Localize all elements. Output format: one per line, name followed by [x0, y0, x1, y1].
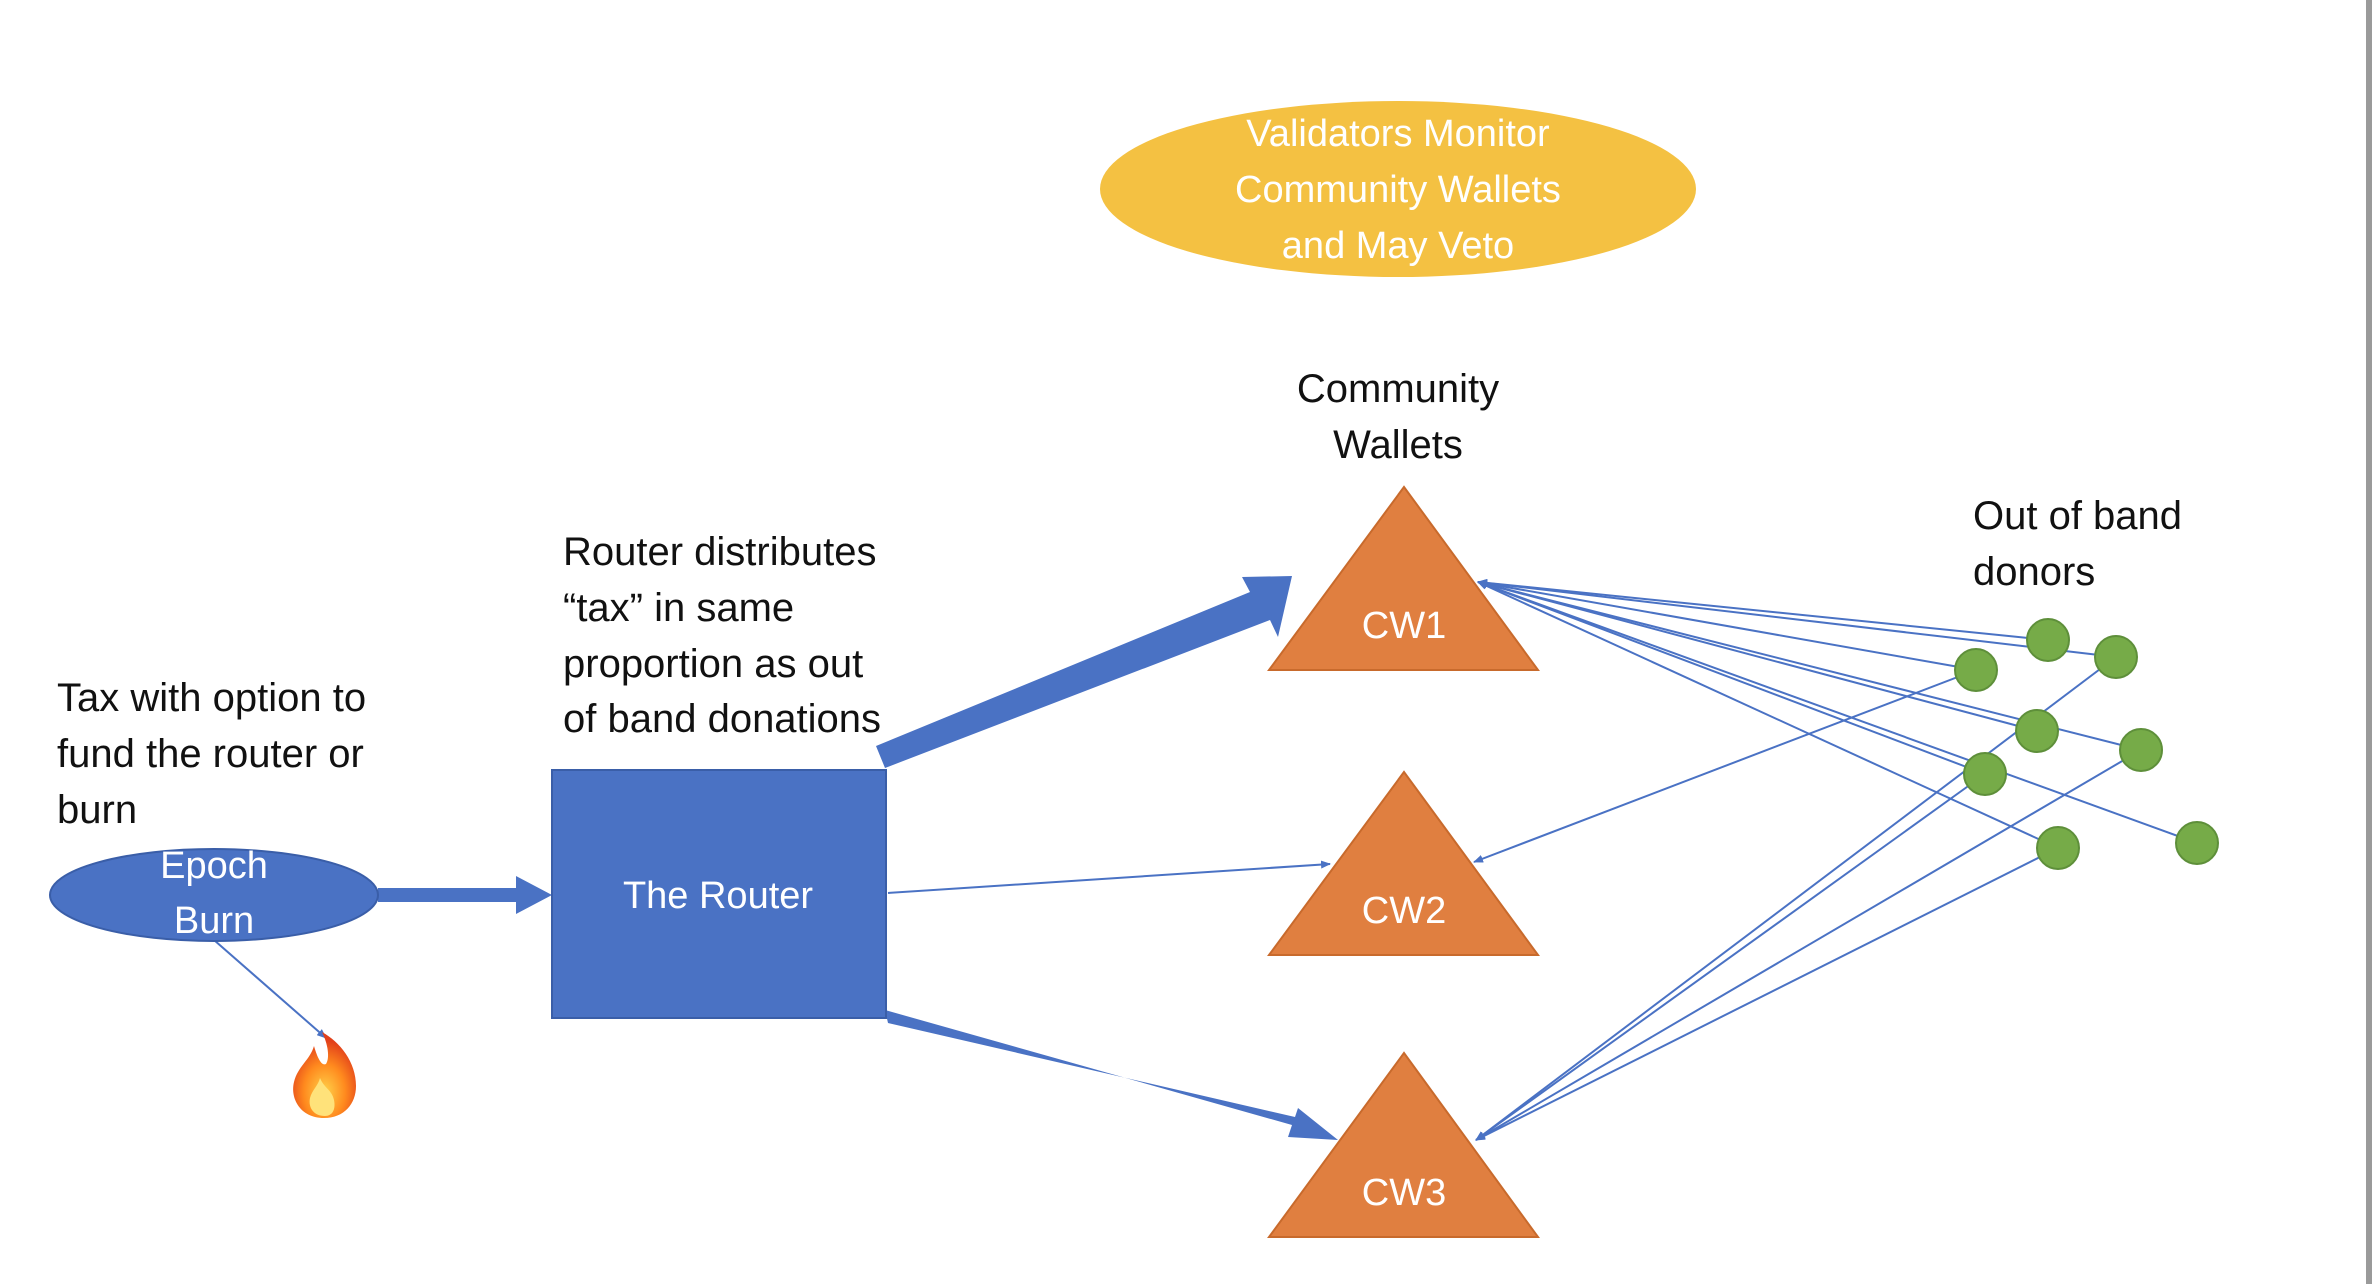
epoch-burn-node: Epoch Burn — [49, 845, 379, 942]
donation-line — [1477, 581, 2198, 844]
router-description-line-4: of band donations — [563, 697, 881, 741]
wallet-triangle — [1267, 770, 1540, 956]
wallet-cw2: CW2 — [1267, 770, 1540, 956]
donor-dot — [1954, 648, 1998, 692]
donors-label-line-2: donors — [1973, 550, 2095, 594]
fire-outer — [293, 1032, 356, 1118]
tax-description-line-2: fund the router or — [57, 732, 364, 776]
community-wallets-label: Community Wallets — [1297, 367, 1499, 467]
donor-dot — [2015, 709, 2059, 753]
router-to-cw2-arrow — [887, 860, 1331, 894]
wallet-triangle — [1267, 1051, 1540, 1238]
router-node: The Router — [551, 769, 887, 1019]
wallet-cw1: CW1 — [1267, 485, 1540, 671]
donation-line — [1475, 773, 1986, 1141]
tax-description: Tax with option to fund the router or bu… — [57, 676, 366, 832]
burn-to-fire-arrow — [213, 939, 327, 1039]
donation-line — [1477, 578, 2049, 641]
router-to-cw3-arrow — [885, 1010, 1338, 1140]
donor-dot — [2094, 635, 2138, 679]
donation-line — [1473, 669, 1977, 863]
donation-line — [1477, 581, 2059, 849]
community-wallets-line-2: Wallets — [1333, 423, 1463, 467]
wallet-label: CW1 — [1362, 605, 1446, 647]
donor-dot — [1963, 752, 2007, 796]
router-description: Router distributes “tax” in same proport… — [563, 530, 881, 741]
validators-note: Validators Monitor Community Wallets and… — [1100, 101, 1696, 277]
donation-line — [1477, 579, 1977, 671]
burn-to-router-arrow — [378, 876, 552, 914]
epoch-burn-ellipse — [49, 848, 379, 942]
tax-description-line-1: Tax with option to — [57, 676, 366, 720]
router-description-line-2: “tax” in same — [563, 586, 794, 630]
donor-dot — [2036, 826, 2080, 870]
router-box — [551, 769, 887, 1019]
donor-dot — [2175, 821, 2219, 865]
donation-line — [1477, 580, 2038, 732]
donation-line — [1475, 749, 2142, 1141]
frame-edge — [2366, 0, 2372, 1284]
tax-description-line-3: burn — [57, 788, 137, 832]
router-description-line-1: Router distributes — [563, 530, 876, 574]
donation-line — [1475, 656, 2117, 1141]
validators-line-2: Community Wallets — [1235, 169, 1561, 211]
fire-inner — [309, 1078, 335, 1116]
validators-line-3: and May Veto — [1282, 225, 1514, 267]
epoch-burn-line-1: Epoch — [160, 845, 268, 887]
donors-label: Out of band donors — [1973, 494, 2182, 594]
wallet-label: CW2 — [1362, 890, 1446, 932]
donor-dot — [2026, 618, 2070, 662]
router-label: The Router — [623, 875, 813, 917]
donation-line — [1475, 847, 2059, 1141]
wallet-cw3: CW3 — [1267, 1051, 1540, 1238]
community-wallets-line-1: Community — [1297, 367, 1499, 411]
fire-icon — [293, 1032, 356, 1118]
wallet-label: CW3 — [1362, 1172, 1446, 1214]
donor-dot — [2119, 728, 2163, 772]
router-to-cw1-arrow — [876, 576, 1292, 768]
validators-line-1: Validators Monitor — [1246, 113, 1550, 155]
wallet-triangle — [1267, 485, 1540, 671]
donation-lines — [1473, 578, 2198, 1141]
donation-line — [1477, 581, 1986, 775]
validators-ellipse — [1100, 101, 1696, 277]
router-description-line-3: proportion as out — [563, 642, 863, 686]
epoch-burn-line-2: Burn — [174, 900, 254, 942]
donors-label-line-1: Out of band — [1973, 494, 2182, 538]
donor-dots — [1954, 618, 2219, 870]
router-arrows — [876, 576, 1338, 1140]
donation-line — [1477, 579, 2117, 658]
